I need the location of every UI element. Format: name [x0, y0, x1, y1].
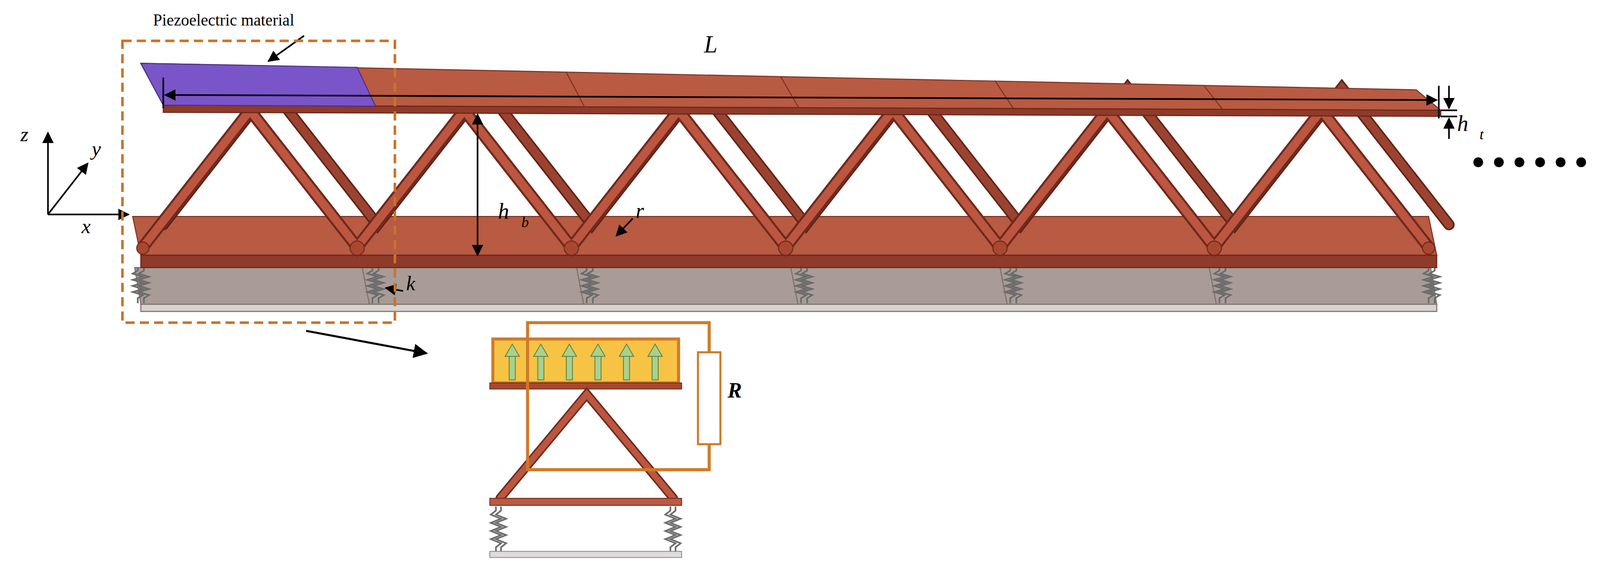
axis-label: z [20, 124, 29, 145]
dimension-label: L [704, 32, 718, 57]
top-plate [140, 63, 1441, 117]
dimension-subscript: b [521, 214, 529, 230]
part-label: Piezoelectric material [153, 12, 295, 29]
dimension-label: h [498, 200, 510, 223]
continuation-dots: •••••• [1469, 148, 1594, 177]
detail-frame [122, 40, 396, 323]
leader-arrows [268, 35, 633, 292]
truss-front [136, 110, 1435, 255]
radius-label: r [635, 200, 645, 222]
dimension-subscript: t [1479, 126, 1484, 142]
coordinate-axes [47, 132, 129, 215]
resistor-label: R [727, 379, 742, 402]
axis-label: x [81, 216, 91, 237]
dimension-label: h [1457, 112, 1469, 135]
detail-inset [489, 322, 721, 558]
axis-label: y [91, 138, 102, 160]
detail-pointer [306, 330, 427, 353]
resistor-symbol [698, 352, 721, 445]
spring-label: k [406, 273, 416, 294]
dimension-line [163, 77, 1439, 119]
thickness-dimension [1440, 85, 1458, 139]
base-plate [134, 267, 1437, 312]
height-dimension [476, 114, 479, 255]
spring-row [132, 267, 1440, 304]
